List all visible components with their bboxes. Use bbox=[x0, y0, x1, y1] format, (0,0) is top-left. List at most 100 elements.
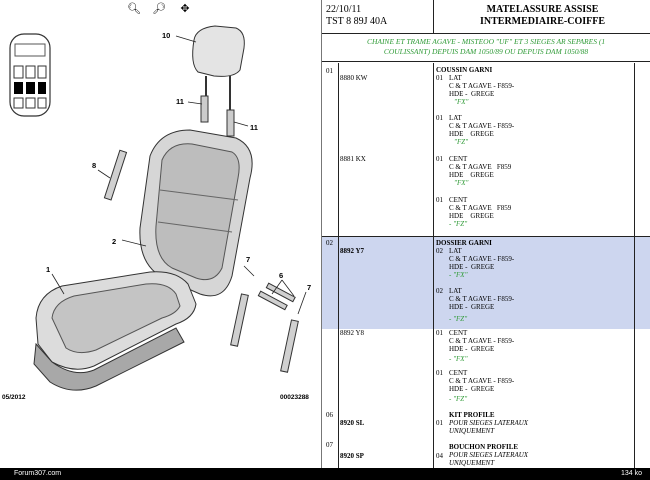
callout-7-right: 7 bbox=[307, 283, 311, 292]
part-ref[interactable]: 8880 KW bbox=[340, 74, 368, 82]
desc: C & T AGAVE - F859- bbox=[449, 295, 515, 303]
seat-cushion[interactable] bbox=[33, 271, 197, 391]
highlight-group-02 bbox=[322, 237, 650, 329]
title-line-2: INTERMEDIAIRE-COIFFE bbox=[479, 16, 605, 27]
diagram-pane: 🔍︎ 🔎︎ ✥ bbox=[0, 0, 322, 468]
side-profile-7a bbox=[230, 293, 249, 347]
part-desc: BOUCHON PROFILE bbox=[449, 443, 519, 451]
desc: LAT bbox=[449, 287, 462, 295]
qty: 04 bbox=[436, 452, 443, 460]
variant-tag: - "FZ" bbox=[449, 315, 468, 323]
desc: CENT bbox=[449, 369, 468, 377]
plug-6b bbox=[265, 282, 296, 303]
guide-left bbox=[200, 95, 209, 123]
callout-6: 6 bbox=[279, 271, 283, 280]
site-name: Forum307.com bbox=[14, 470, 62, 477]
item-number: 01 bbox=[326, 67, 333, 75]
variant-tag: "FZ" bbox=[454, 138, 469, 146]
desc: HDE - GREGE bbox=[449, 345, 495, 353]
qty: 01 bbox=[436, 329, 443, 337]
title-line-1: MATELASSURE ASSISE bbox=[486, 4, 599, 15]
column-divider bbox=[634, 63, 635, 468]
variant-tag: - "FZ" bbox=[449, 395, 468, 403]
callout-7-left: 7 bbox=[246, 255, 250, 264]
part-desc: KIT PROFILE bbox=[449, 411, 495, 419]
part-desc: COUSSIN GARNI bbox=[436, 66, 493, 74]
qty: 01 bbox=[436, 74, 443, 82]
qty: 01 bbox=[436, 155, 443, 163]
parts-table: 01 8880 KW COUSSIN GARNI 01 LAT C & T AG… bbox=[322, 63, 650, 468]
side-profile-8 bbox=[103, 149, 128, 201]
desc: LAT bbox=[449, 247, 462, 255]
header-date: 22/10/11 bbox=[326, 4, 362, 15]
qty: 01 bbox=[436, 369, 443, 377]
desc: POUR SIEGES LATERAUX bbox=[449, 451, 529, 459]
qty: 01 bbox=[436, 114, 443, 122]
desc: LAT bbox=[449, 74, 462, 82]
diagram-date: 05/2012 bbox=[2, 394, 26, 401]
page-size: 134 ko bbox=[620, 470, 642, 477]
callout-11-right: 11 bbox=[250, 123, 258, 132]
desc: UNIQUEMENT bbox=[449, 427, 495, 435]
zoom-out-icon[interactable]: 🔎︎ bbox=[152, 3, 166, 15]
desc: C & T AGAVE F859 bbox=[449, 204, 512, 212]
variant-tag: "FX" bbox=[454, 98, 469, 106]
part-ref[interactable]: 8892 Y7 bbox=[340, 247, 365, 255]
zoom-in-icon[interactable]: 🔍︎ bbox=[127, 3, 141, 15]
callout-11-left: 11 bbox=[176, 97, 184, 106]
desc: HDE GREGE bbox=[449, 171, 494, 179]
item-number: 06 bbox=[326, 411, 333, 419]
subtitle-line-1: CHAINE ET TRAME AGAVE - MISTEOO "UF" ET … bbox=[366, 37, 606, 46]
desc: UNIQUEMENT bbox=[449, 459, 495, 467]
item-number: 02 bbox=[326, 239, 333, 247]
variant-tag: - "FZ" bbox=[449, 220, 468, 228]
backrest[interactable] bbox=[139, 129, 253, 297]
desc: C & T AGAVE - F859- bbox=[449, 82, 515, 90]
column-divider bbox=[338, 63, 339, 468]
desc: CENT bbox=[449, 155, 468, 163]
part-ref[interactable]: 8920 SL bbox=[340, 419, 365, 427]
desc: HDE - GREGE bbox=[449, 90, 495, 98]
parts-list-pane: 22/10/11 TST 8 89J 40A MATELASSURE ASSIS… bbox=[322, 0, 650, 468]
qty: 01 bbox=[436, 419, 443, 427]
desc: LAT bbox=[449, 114, 462, 122]
part-ref[interactable]: 8892 Y8 bbox=[340, 329, 365, 337]
car-thumbnail-icon bbox=[9, 33, 51, 117]
part-ref[interactable]: 8920 SP bbox=[340, 452, 364, 460]
seat-exploded-diagram: 10 11 11 8 2 1 7 6 7 bbox=[9, 25, 311, 391]
headrest[interactable] bbox=[192, 25, 245, 110]
desc: C & T AGAVE - F859- bbox=[449, 122, 515, 130]
item-number: 07 bbox=[326, 441, 333, 449]
desc: HDE GREGE bbox=[449, 212, 494, 220]
desc: C & T AGAVE F859 bbox=[449, 163, 512, 171]
zoom-toolbar: 🔍︎ 🔎︎ ✥ bbox=[0, 0, 321, 18]
subtitle-line-2: COULISSANT) DEPUIS DAM 1050/89 OU DEPUIS… bbox=[383, 47, 589, 56]
desc: HDE - GREGE bbox=[449, 303, 495, 311]
guide-right bbox=[226, 109, 235, 137]
header-meta: 22/10/11 TST 8 89J 40A bbox=[322, 0, 434, 33]
zoom-fit-icon[interactable]: ✥ bbox=[180, 3, 190, 15]
desc: C & T AGAVE - F859- bbox=[449, 255, 515, 263]
column-divider bbox=[433, 63, 434, 468]
desc: CENT bbox=[449, 196, 468, 204]
plug-6 bbox=[257, 290, 288, 311]
row-separator bbox=[322, 236, 650, 237]
variant-tag: - "FX" bbox=[449, 271, 468, 279]
side-profile-7b bbox=[280, 319, 299, 373]
desc: POUR SIEGES LATERAUX bbox=[449, 419, 529, 427]
variant-tag: "FX" bbox=[454, 179, 469, 187]
status-bar: Forum307.com 134 ko bbox=[0, 468, 650, 480]
page-title: MATELASSURE ASSISE INTERMEDIAIRE-COIFFE bbox=[435, 0, 650, 33]
parts-header: 22/10/11 TST 8 89J 40A MATELASSURE ASSIS… bbox=[322, 0, 650, 34]
qty: 02 bbox=[436, 287, 443, 295]
variant-tag: - "FX" bbox=[449, 355, 468, 363]
desc: HDE - GREGE bbox=[449, 385, 495, 393]
part-desc: DOSSIER GARNI bbox=[436, 239, 492, 247]
desc: CENT bbox=[449, 329, 468, 337]
qty: 01 bbox=[436, 196, 443, 204]
header-code: TST 8 89J 40A bbox=[326, 16, 388, 27]
callout-10: 10 bbox=[162, 31, 170, 40]
desc: C & T AGAVE - F859- bbox=[449, 337, 515, 345]
callout-8: 8 bbox=[92, 161, 96, 170]
part-ref[interactable]: 8881 KX bbox=[340, 155, 366, 163]
